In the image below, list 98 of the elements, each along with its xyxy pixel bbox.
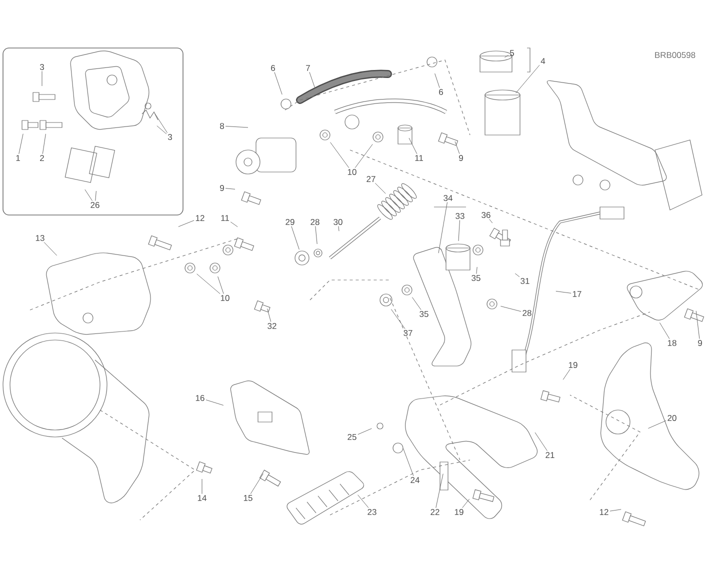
callout-number: 17 (572, 291, 582, 297)
callout-number: 32 (268, 323, 276, 329)
callout-number: 21 (546, 452, 554, 458)
leader-line (556, 290, 572, 294)
leader-line (42, 134, 46, 154)
leader-line (489, 218, 493, 224)
callout-number: 19 (454, 509, 464, 515)
callout-number: 1 (16, 155, 20, 161)
leader-line (402, 448, 414, 476)
leader-line (196, 274, 220, 294)
leader-line (274, 72, 282, 95)
callout-number: 34 (444, 195, 452, 201)
leader-line (154, 113, 168, 134)
callout-number: 5 (510, 50, 514, 56)
leader-line (291, 226, 300, 250)
leader-line (225, 126, 248, 128)
callout-number: 12 (600, 509, 608, 515)
inset-frame (2, 48, 184, 216)
callout-number: 10 (348, 169, 356, 175)
leader-line (44, 242, 58, 256)
leader-line (218, 276, 224, 294)
leader-line (354, 144, 373, 168)
leader-line (610, 509, 622, 512)
leader-line (178, 220, 194, 227)
leader-line (476, 266, 478, 274)
leader-line (434, 73, 440, 88)
callout-number: 19 (568, 362, 578, 368)
callout-number: 28 (310, 219, 320, 225)
leader-line (458, 220, 460, 242)
callout-number: 6 (271, 65, 275, 71)
callout-number: 36 (482, 212, 490, 218)
leader-line (696, 310, 700, 340)
leader-line (230, 222, 238, 228)
leader-line (338, 226, 340, 232)
leader-line (374, 182, 386, 194)
callout-number: 24 (410, 477, 420, 483)
callout-number: 23 (368, 509, 376, 515)
leader-line (358, 428, 372, 435)
leader-line (267, 308, 272, 322)
leader-line (562, 368, 570, 380)
callout-number: 16 (196, 395, 204, 401)
callout-number: 3 (168, 134, 172, 140)
leader-line (454, 141, 460, 154)
leader-line (309, 72, 316, 89)
callout-number: 14 (198, 495, 206, 501)
callout-number: 9 (698, 340, 702, 346)
leader-line (438, 202, 448, 254)
callout-number: 6 (439, 89, 443, 95)
callout-number: 11 (221, 215, 229, 221)
callout-number: 37 (404, 330, 412, 336)
leader-line (659, 322, 670, 340)
callout-number: 30 (334, 219, 342, 225)
leader-line (436, 474, 444, 508)
leader-line (516, 64, 540, 94)
callout-number: 9 (220, 185, 224, 191)
callout-number: 35 (420, 311, 428, 317)
callout-number: 20 (668, 415, 676, 421)
callout-number: 12 (196, 215, 204, 221)
leader-line (390, 309, 406, 330)
callout-number: 7 (306, 65, 310, 71)
leader-line (250, 473, 264, 494)
leader-line (358, 494, 369, 508)
callout-number: 15 (244, 495, 252, 501)
callout-number: 29 (286, 219, 294, 225)
leader-line (462, 498, 470, 508)
leader-line (95, 190, 96, 202)
leader-line (84, 189, 93, 202)
leader-line (18, 134, 24, 154)
leader-line (408, 138, 418, 154)
leader-line (330, 142, 350, 168)
leader-line (504, 54, 509, 58)
callout-number: 28 (522, 310, 532, 316)
leader-line (500, 306, 522, 312)
callout-number: 2 (40, 155, 44, 161)
leader-line (315, 226, 318, 244)
callout-number: 3 (40, 64, 44, 70)
callout-number: 22 (430, 509, 440, 515)
callout-number: 31 (520, 278, 530, 284)
leader-line (514, 273, 520, 278)
callout-number: 4 (540, 58, 546, 64)
callout-number: 11 (415, 155, 423, 161)
leader-line (648, 420, 666, 429)
callout-number: 13 (36, 235, 44, 241)
callout-number: 27 (366, 176, 376, 182)
callout-number: 26 (90, 202, 100, 208)
leader-line (156, 126, 167, 134)
callout-number: 8 (220, 123, 224, 129)
callout-number: 35 (472, 275, 480, 281)
leader-line (412, 297, 422, 310)
leader-line (534, 432, 548, 452)
leader-line (206, 400, 224, 406)
callout-number: 10 (220, 295, 230, 301)
callout-number: 25 (348, 434, 356, 440)
drawing-code: BRB00598 (655, 52, 696, 58)
callout-number: 18 (668, 340, 676, 346)
callout-number: 9 (459, 155, 463, 161)
callout-number: 33 (456, 213, 464, 219)
leader-line (225, 188, 236, 190)
